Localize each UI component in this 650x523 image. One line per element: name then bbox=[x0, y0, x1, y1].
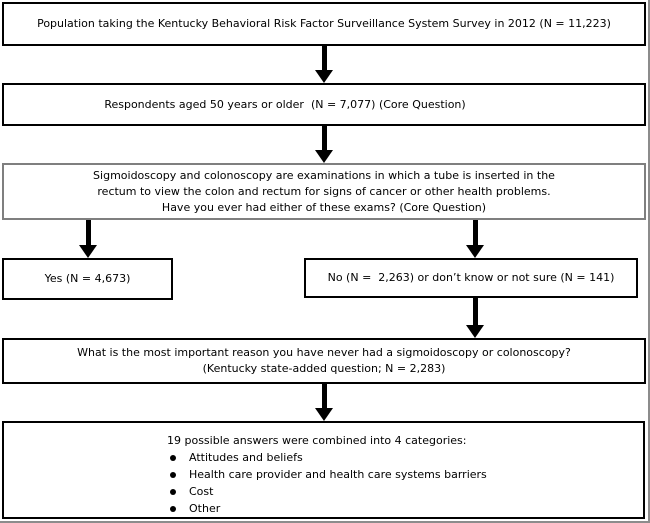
categories-box: 19 possible answers were combined into 4… bbox=[2, 421, 645, 519]
category-label: Health care provider and health care sys… bbox=[189, 468, 487, 481]
down-arrow-yes-branch bbox=[79, 220, 97, 258]
bullet-icon bbox=[170, 471, 176, 478]
arrow-head-icon bbox=[79, 245, 97, 258]
categories-intro: 19 possible answers were combined into 4… bbox=[167, 434, 467, 447]
down-arrow-no-branch bbox=[466, 220, 484, 258]
exam-question-line: Have you ever had either of these exams?… bbox=[161, 200, 487, 214]
arrow-head-icon bbox=[466, 245, 484, 258]
reason-question-box: What is the most important reason you ha… bbox=[2, 338, 646, 384]
exam-question-line: rectum to view the colon and rectum for … bbox=[97, 184, 551, 198]
arrow-stem bbox=[321, 126, 327, 150]
no-text: No (N = 2,263) or don’t know or not sure… bbox=[327, 271, 615, 284]
respondents-text: Respondents aged 50 years or older (N = … bbox=[104, 97, 466, 111]
population-box: Population taking the Kentucky Behaviora… bbox=[2, 2, 646, 46]
arrow-head-icon bbox=[315, 150, 333, 163]
arrow-head-icon bbox=[466, 325, 484, 338]
category-label: Cost bbox=[189, 485, 214, 498]
exam-question-line: Sigmoidoscopy and colonoscopy are examin… bbox=[93, 168, 555, 182]
arrow-head-icon bbox=[315, 70, 333, 83]
arrow-stem bbox=[321, 46, 327, 70]
yes-text: Yes (N = 4,673) bbox=[44, 272, 131, 285]
down-arrow bbox=[466, 298, 484, 338]
reason-question-line: What is the most important reason you ha… bbox=[77, 346, 571, 359]
arrow-stem bbox=[85, 220, 91, 245]
arrow-stem bbox=[472, 298, 478, 325]
arrow-stem bbox=[472, 220, 478, 245]
list-item: Other bbox=[167, 500, 633, 517]
exam-question-box: Sigmoidoscopy and colonoscopy are examin… bbox=[2, 163, 646, 220]
category-label: Attitudes and beliefs bbox=[189, 451, 303, 464]
arrow-head-icon bbox=[315, 408, 333, 421]
bullet-icon bbox=[170, 454, 176, 461]
population-text: Population taking the Kentucky Behaviora… bbox=[37, 17, 611, 30]
list-item: Health care provider and health care sys… bbox=[167, 466, 633, 483]
down-arrow bbox=[315, 46, 333, 83]
categories-list: Attitudes and beliefs Health care provid… bbox=[167, 449, 633, 517]
list-item: Cost bbox=[167, 483, 633, 500]
arrow-stem bbox=[321, 384, 327, 408]
no-box: No (N = 2,263) or don’t know or not sure… bbox=[304, 258, 638, 298]
bullet-icon bbox=[170, 488, 176, 495]
bullet-icon bbox=[170, 505, 176, 512]
category-label: Other bbox=[189, 502, 221, 515]
reason-question-line: (Kentucky state-added question; N = 2,28… bbox=[202, 362, 446, 375]
respondents-box: Respondents aged 50 years or older (N = … bbox=[2, 83, 646, 126]
down-arrow bbox=[315, 126, 333, 163]
down-arrow bbox=[315, 384, 333, 421]
list-item: Attitudes and beliefs bbox=[167, 449, 633, 466]
yes-box: Yes (N = 4,673) bbox=[2, 258, 173, 300]
